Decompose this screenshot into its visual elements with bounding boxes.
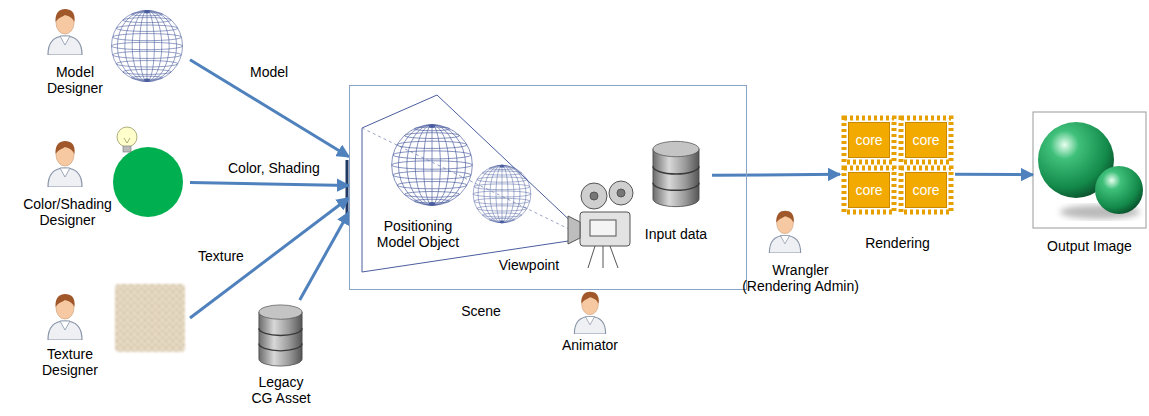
flow-arrow [712,173,840,177]
green-circle [113,147,183,217]
rendering-group: Rendering core core core core [840,112,955,257]
node-label: Input data [640,226,712,242]
designer-group: Model Designer [35,2,190,107]
core-chip: core [848,172,890,208]
texture-swatch [115,284,185,352]
chip-label: core [912,182,939,198]
node-label: Output Image [1023,238,1149,254]
camera-icon [568,216,580,244]
chip-pins [844,168,894,212]
light-bulb [117,127,137,152]
edge-label: Color, Shading [226,160,322,176]
node-label: Color/Shading Designer [20,196,115,228]
flow-arrow [300,212,349,300]
light-bulb [117,127,137,147]
node-label: Model Designer [40,64,110,96]
core-chip: core [905,172,947,208]
camera-icon [580,212,630,246]
designer-group: Texture Designer [35,270,190,390]
camera-icon [588,246,595,268]
image-frame [1033,112,1146,228]
chip-pins [901,118,951,162]
view-frustum [362,128,363,272]
node-label: Texture Designer [35,346,105,378]
camera-icon [590,220,616,236]
core-chip: core [905,122,947,158]
person-icon [48,9,82,55]
wireframe-sphere [392,125,473,206]
viewpoint-label: Viewpoint [496,257,562,273]
chip-pins [844,118,951,212]
camera-icon [568,181,633,268]
flow-arrow [955,173,1033,176]
camera-icon [609,181,633,205]
camera-icon [581,183,607,209]
object-label: Positioning Model Object [368,218,468,250]
person-icon [48,294,82,340]
edge-label: Texture [196,248,246,264]
node-label: Legacy CG Asset [248,374,314,406]
output-image: Output Image [1033,112,1146,228]
database-icon [653,141,699,206]
chip-label: core [855,132,882,148]
role-label: Wrangler (Rendering Admin) [736,262,865,294]
view-frustum [362,128,575,232]
camera-icon [603,246,604,268]
view-frustum [362,95,578,272]
flow-arrow [190,198,349,318]
person-icon [48,141,82,187]
light-bulb [124,138,130,143]
green-sphere [1095,166,1143,214]
view-frustum [362,95,437,128]
chip-label: core [855,182,882,198]
core-chip: core [848,122,890,158]
camera-icon [590,192,598,200]
chip-pins [901,168,951,212]
light-bulb [123,146,131,152]
person-icon [574,292,605,334]
database-icon [259,305,302,366]
person-icon [769,211,800,253]
wireframe-sphere [111,10,182,81]
input-data-store: Input data [640,135,712,250]
camera-icon [617,189,625,197]
camera-icon [610,246,618,268]
chip-label: core [912,132,939,148]
role-label: Animator [555,337,625,353]
flow-arrow [190,60,349,157]
designer-group: Color/Shading Designer [20,120,190,238]
edge-label: Model [248,64,290,80]
node-label: Scene [450,303,512,319]
flow-arrow [190,183,349,186]
asset-store: Legacy CG Asset [245,300,317,412]
chip-pins [844,118,894,162]
node-label: Rendering [840,235,955,251]
wireframe-sphere [473,165,531,223]
